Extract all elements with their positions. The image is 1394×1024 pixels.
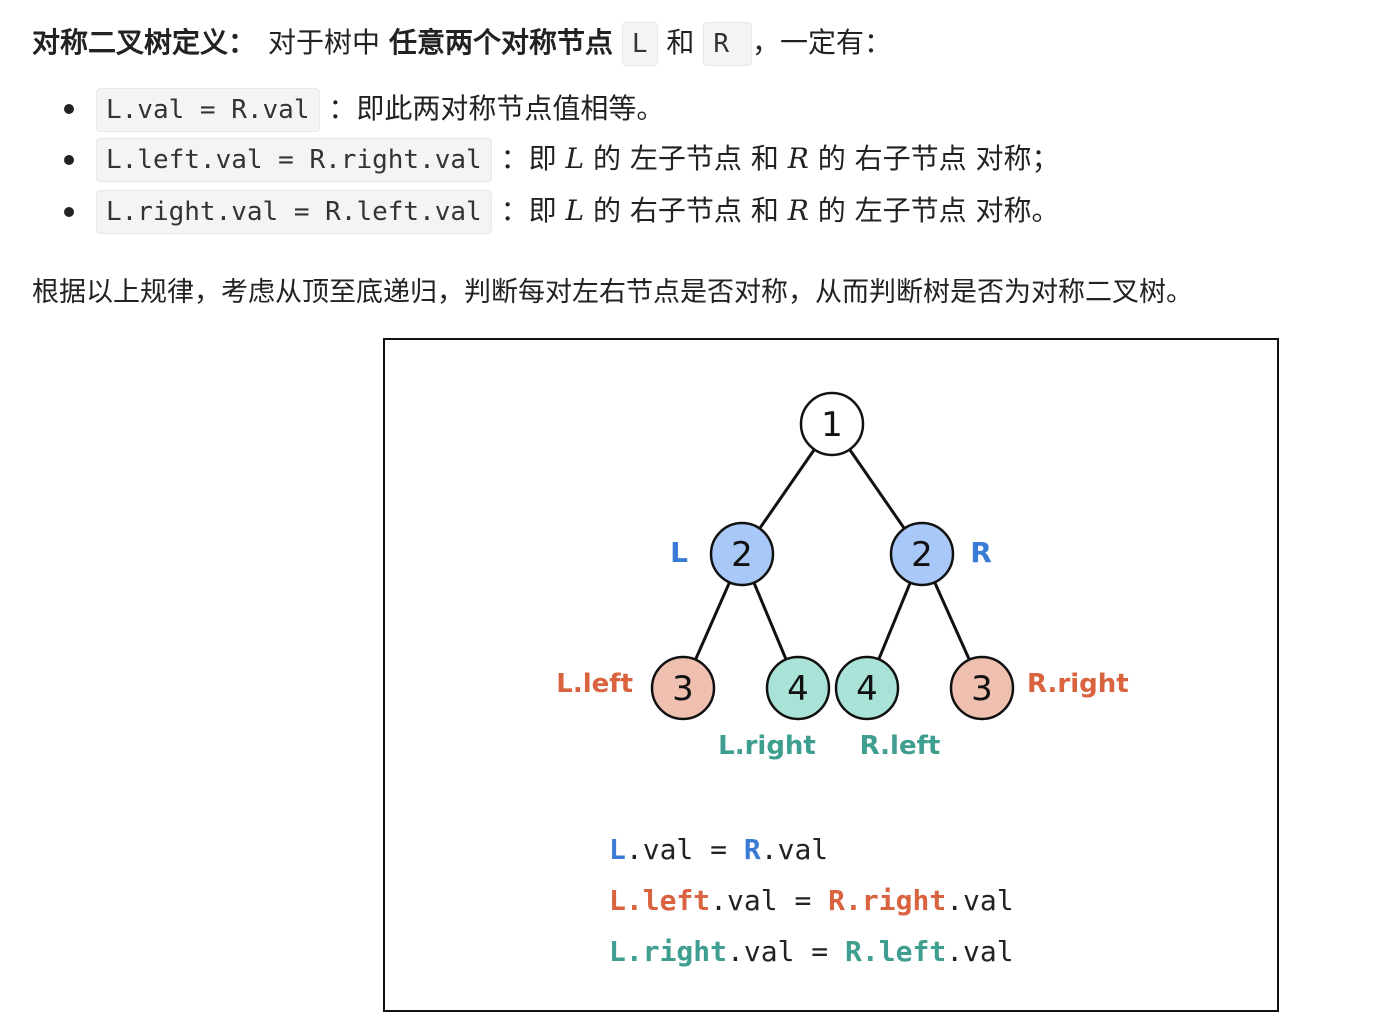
bullet-item-1: L.val = R.val ：即此两对称节点值相等。 [96, 88, 664, 132]
label-l-right: L.right [718, 731, 816, 761]
label-r-right: R.right [1027, 669, 1129, 699]
node-value: 3 [672, 669, 694, 709]
bullet-code: L.right.val = R.left.val [96, 190, 492, 234]
tree-node-rl: 4 [834, 655, 900, 721]
bullet-text-b: 的 右子节点 对称； [817, 142, 1060, 175]
tree-diagram: 1 2 2 3 4 4 3 L R L.left R.right [556, 391, 1129, 968]
definition-line: 对称二叉树定义： 对于树中 任意两个对称节点 L 和 R，一定有： [32, 22, 892, 66]
tree-node-ll: 3 [650, 655, 716, 721]
bullet-text-a: 的 右子节点 和 [593, 194, 779, 227]
tree-node-left: 2 [709, 521, 775, 587]
bullet-dot [64, 155, 74, 165]
bullet-code: L.left.val = R.right.val [96, 138, 492, 182]
definition-and: 和 [666, 26, 695, 59]
math-l: L [565, 194, 585, 227]
bullet-text: ：即此两对称节点值相等。 [328, 92, 665, 125]
equations: L.val = R.val L.left.val = R.right.val L… [609, 833, 1014, 968]
label-r-left: R.left [860, 731, 941, 761]
tree-node-lr: 4 [765, 655, 831, 721]
bullet-dot [64, 207, 74, 217]
equation-3: L.right.val = R.left.val [609, 935, 1014, 968]
bullet-code: L.val = R.val [96, 88, 320, 132]
tree-figure: 1 2 2 3 4 4 3 L R L.left R.right [383, 338, 1279, 1012]
math-r: R [787, 194, 809, 227]
definition-bold: 任意两个对称节点 [388, 26, 613, 59]
bullet-item-2: L.left.val = R.right.val ：即 L 的 左子节点 和 R… [96, 138, 1060, 182]
bullet-text-a: 的 左子节点 和 [593, 142, 779, 175]
bullet-sep: ：即 [500, 142, 557, 175]
equation-1: L.val = R.val [609, 833, 828, 866]
node-value: 2 [911, 535, 933, 575]
definition-text-1: 对于树中 [268, 26, 381, 59]
node-value: 1 [821, 405, 843, 445]
tree-node-right: 2 [889, 521, 955, 587]
tree-node-rr: 3 [949, 655, 1015, 721]
math-r: R [787, 142, 809, 175]
node-value: 3 [971, 669, 993, 709]
node-value: 4 [856, 669, 878, 709]
tree-node-root: 1 [799, 391, 865, 457]
bullet-text-b: 的 左子节点 对称。 [817, 194, 1060, 227]
label-r: R [970, 536, 992, 569]
node-value: 4 [787, 669, 809, 709]
definition-text-2: ，一定有： [752, 26, 893, 59]
bullet-item-3: L.right.val = R.left.val ：即 L 的 右子节点 和 R… [96, 190, 1060, 234]
label-l-left: L.left [556, 669, 633, 699]
definition-title: 对称二叉树定义： [32, 26, 257, 59]
equation-2: L.left.val = R.right.val [609, 884, 1014, 917]
label-l: L [670, 536, 688, 569]
bullet-sep: ：即 [500, 194, 557, 227]
code-node-r: R [703, 22, 752, 66]
summary-paragraph: 根据以上规律，考虑从顶至底递归，判断每对左右节点是否对称，从而判断树是否为对称二… [32, 277, 1193, 308]
math-l: L [565, 142, 585, 175]
bullet-dot [64, 104, 74, 114]
node-value: 2 [731, 535, 753, 575]
code-node-l: L [621, 22, 658, 66]
